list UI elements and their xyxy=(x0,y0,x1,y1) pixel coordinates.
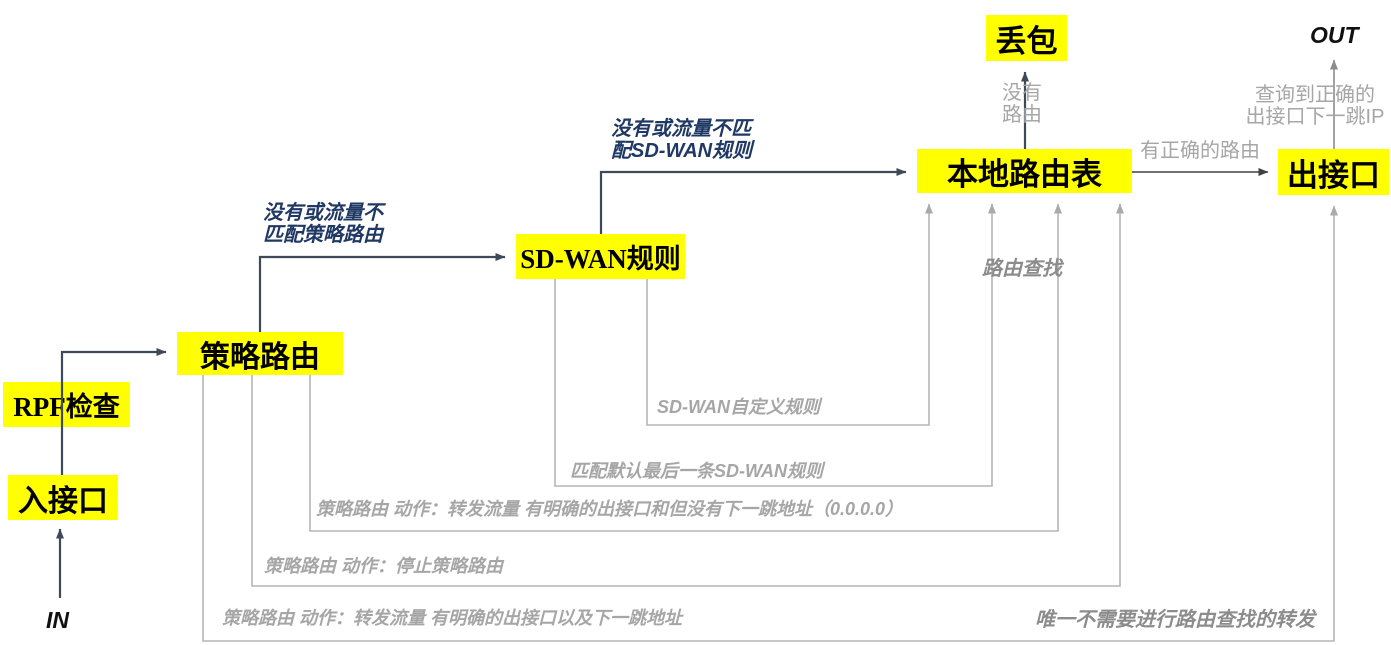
label-route-lookup: 路由查找 xyxy=(982,258,1062,280)
node-drop: 丢包 xyxy=(986,15,1067,61)
label-sdwan-custom-rule: SD-WAN自定义规则 xyxy=(657,397,820,417)
label-policy-stop: 策略路由 动作：停止策略路由 xyxy=(264,556,503,576)
label-found-next-hop: 查询到正确的 出接口下一跳IP xyxy=(1245,84,1385,128)
node-local-route-table: 本地路由表 xyxy=(917,149,1132,193)
edge-policy-route-to-sdwan-rule xyxy=(258,253,506,332)
label-policy-forward-with-nexthop: 策略路由 动作：转发流量 有明确的出接口以及下一跳地址 xyxy=(222,608,682,628)
label-only-no-lookup-forward: 唯一不需要进行路由查找的转发 xyxy=(1035,609,1315,631)
label-no-policy-match: 没有或流量不 匹配策略路由 xyxy=(263,202,383,246)
endpoint-in-label: IN xyxy=(46,607,69,633)
label-no-sdwan-match: 没有或流量不匹 配SD-WAN规则 xyxy=(611,118,753,162)
edge-sdwan-custom-rule xyxy=(646,203,933,426)
label-has-correct-route: 有正确的路由 xyxy=(1140,140,1260,162)
endpoint-out-label: OUT xyxy=(1310,22,1359,48)
node-policy-route: 策略路由 xyxy=(177,332,343,375)
node-rpf-check: RPF检查 xyxy=(3,382,130,427)
label-policy-forward-no-nexthop: 策略路由 动作：转发流量 有明确的出接口和但没有下一跳地址（0.0.0.0） xyxy=(316,499,904,519)
node-sdwan-rule: SD-WAN规则 xyxy=(516,234,685,279)
label-no-route: 没有 路由 xyxy=(1002,82,1042,126)
label-sdwan-default-last-rule: 匹配默认最后一条SD-WAN规则 xyxy=(570,461,823,481)
node-in-interface: 入接口 xyxy=(8,475,118,520)
node-out-interface: 出接口 xyxy=(1278,149,1389,195)
edge-sdwan-rule-to-route-table xyxy=(599,168,907,234)
